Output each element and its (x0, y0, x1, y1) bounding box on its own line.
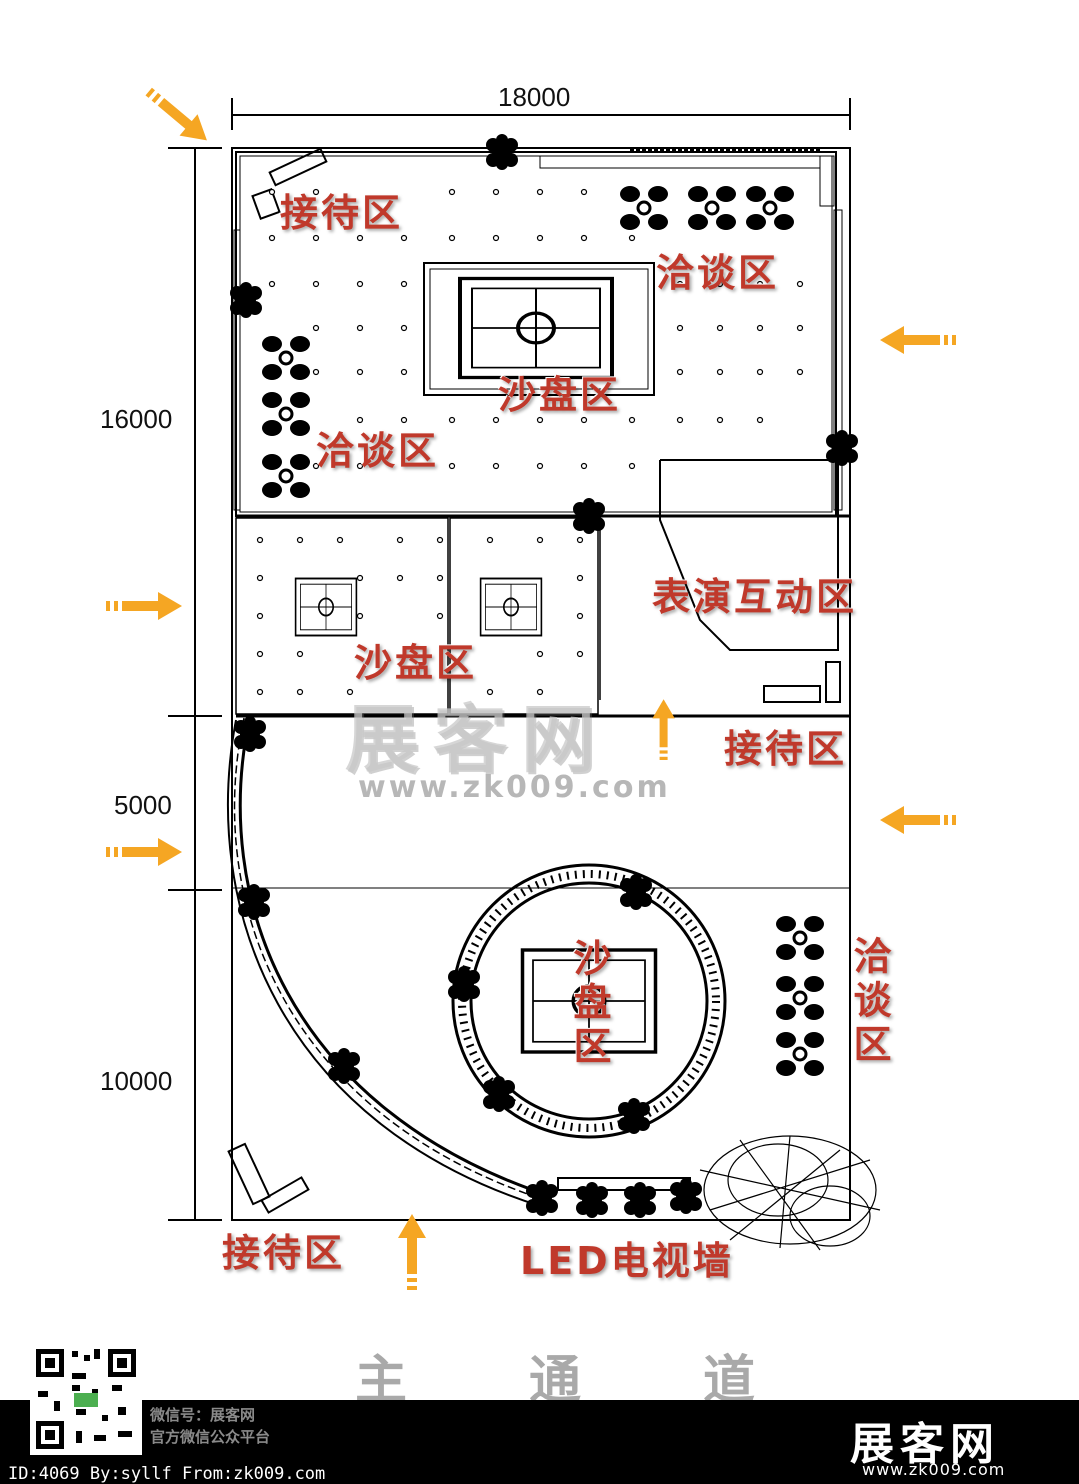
sandtable-mid-2 (479, 577, 543, 637)
qr-code-icon (30, 1343, 142, 1455)
wechat-platform: 官方微信公众平台 (150, 1428, 271, 1446)
zone-reception-top: 接待区 (280, 191, 404, 235)
palm-cluster (699, 1135, 881, 1251)
zone-negotiation-bottom-right: 洽谈区 (847, 936, 891, 1068)
zone-negotiation-left: 洽谈区 (316, 429, 440, 473)
width-dimension: 18000 (498, 82, 571, 112)
watermark-url: www.zk009.com (358, 770, 671, 805)
footer-url: www.zk009.com (862, 1460, 1006, 1479)
ceiling-lights (256, 188, 804, 696)
zone-reception-bottom: 接待区 (222, 1231, 346, 1275)
footer-id-line: ID:4069 By:syllf From:zk009.com (8, 1464, 326, 1484)
zone-sandtable-center: 沙盘区 (498, 373, 622, 417)
zone-sandtable-round: 沙盘区 (567, 938, 611, 1070)
dimension-lines (168, 98, 851, 1221)
sandtable-top (458, 276, 614, 380)
depth-dimension-2: 5000 (114, 790, 172, 820)
zone-negotiation-top-right: 洽谈区 (656, 251, 780, 295)
sandtable-mid-1 (294, 577, 358, 637)
top-edge-strip (233, 148, 843, 511)
footer-bar (0, 1400, 1079, 1484)
zone-sandtable-middle: 沙盘区 (354, 641, 478, 685)
curved-wall (226, 715, 551, 1207)
booth-outline (227, 147, 851, 1221)
zone-reception-middle: 接待区 (724, 727, 848, 771)
zone-performance: 表演互动区 (652, 575, 858, 619)
watermark-logo: 展客网 (345, 697, 609, 783)
depth-dimension-1: 16000 (100, 404, 173, 434)
footer-logo: 展客网 (850, 1419, 1000, 1470)
zone-led-wall: LED电视墙 (520, 1239, 734, 1283)
depth-dimension-3: 10000 (100, 1066, 173, 1096)
wechat-id: 微信号：展客网 (150, 1406, 256, 1424)
sandtable-ring (451, 863, 727, 1139)
